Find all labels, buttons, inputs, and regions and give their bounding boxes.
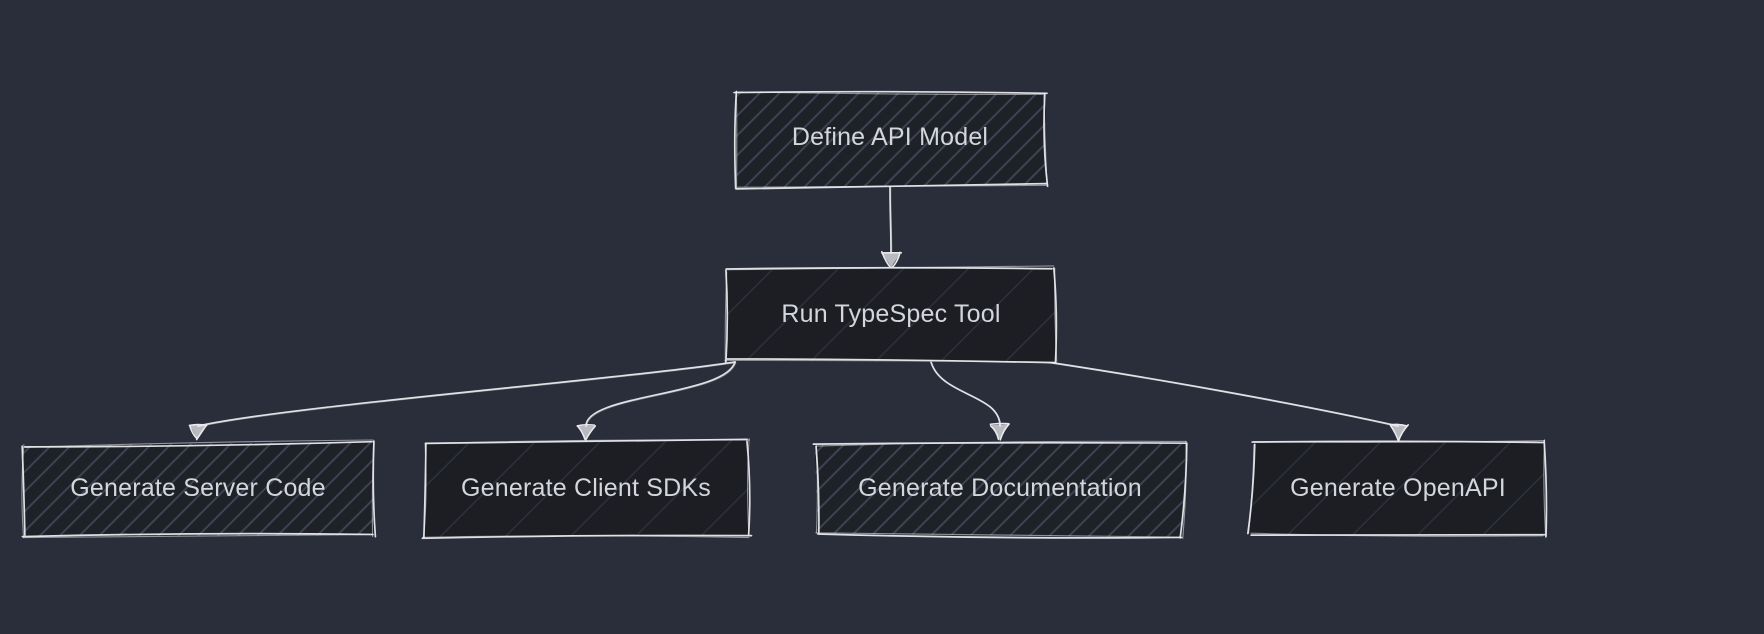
node-fill — [735, 90, 1047, 188]
node-sdks[interactable] — [421, 438, 753, 540]
edge-runtool-to-sdks — [576, 361, 737, 441]
node-runtool[interactable] — [724, 265, 1058, 364]
edge-path — [889, 184, 892, 254]
nodes-group — [21, 90, 1548, 540]
node-fill — [726, 267, 1056, 363]
edge-path — [197, 361, 736, 427]
edge-define-to-runtool — [880, 184, 903, 269]
edge-path — [930, 361, 1001, 427]
edge-path — [1046, 361, 1399, 427]
node-openapi[interactable] — [1246, 439, 1548, 539]
node-server[interactable] — [21, 439, 377, 539]
node-define[interactable] — [733, 90, 1049, 190]
node-docs[interactable] — [812, 440, 1188, 540]
edge-runtool-to-openapi — [1046, 361, 1409, 442]
edge-path — [585, 361, 736, 427]
node-fill — [423, 440, 751, 538]
node-fill — [23, 441, 374, 537]
node-fill — [1249, 440, 1545, 537]
node-fill — [814, 442, 1186, 538]
edge-runtool-to-docs — [930, 361, 1010, 441]
edge-runtool-to-server — [188, 361, 737, 441]
edges-group — [188, 184, 1409, 442]
